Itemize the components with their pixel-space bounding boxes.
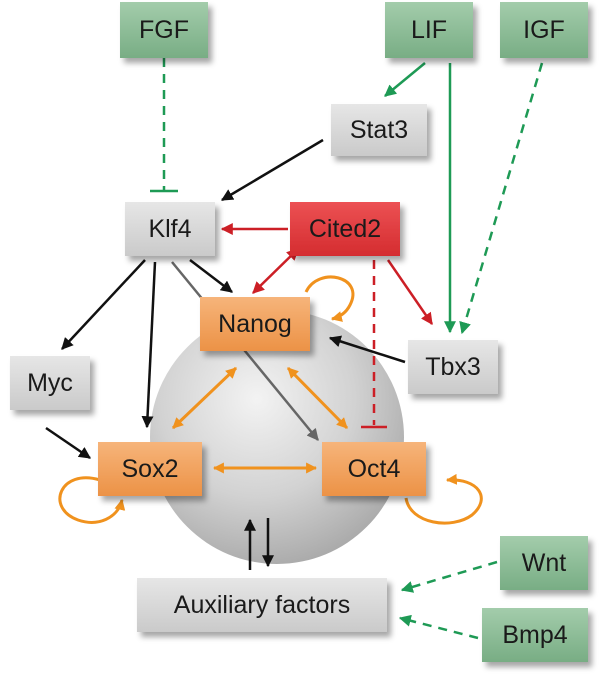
edge-sox2-self-loop	[58, 476, 126, 524]
edge-cited2-to-tbx3	[386, 259, 434, 325]
edge-stat3-to-klf4	[220, 138, 324, 202]
svg-text:Wnt: Wnt	[522, 549, 567, 577]
node-cited2: Cited2	[290, 202, 400, 256]
edge-cited2-nanog	[252, 248, 299, 294]
edge-klf4-to-sox2	[141, 261, 157, 429]
node-lif: LIF	[385, 2, 473, 58]
node-myc: Myc	[10, 356, 90, 410]
svg-text:Stat3: Stat3	[350, 116, 408, 144]
svg-text:Tbx3: Tbx3	[425, 353, 481, 381]
node-tbx3: Tbx3	[408, 340, 498, 394]
svg-text:Sox2: Sox2	[122, 455, 179, 483]
svg-text:LIF: LIF	[411, 16, 447, 44]
node-igf: IGF	[500, 2, 588, 58]
edge-fgf-inhibits-klf4	[150, 58, 178, 193]
edge-myc-to-sox2	[45, 426, 91, 460]
svg-text:IGF: IGF	[523, 16, 565, 44]
svg-text:Cited2: Cited2	[309, 215, 381, 243]
edge-lif-to-stat3	[384, 62, 426, 97]
node-wnt: Wnt	[500, 536, 588, 590]
node-stat3: Stat3	[331, 104, 427, 156]
edge-igf-to-tbx3	[459, 62, 544, 335]
node-fgf: FGF	[120, 2, 208, 58]
svg-text:FGF: FGF	[139, 16, 189, 44]
svg-text:Nanog: Nanog	[218, 310, 292, 338]
edge-tbx3-to-nanog	[328, 335, 406, 364]
edge-klf4-to-nanog	[189, 259, 233, 293]
svg-text:Auxiliary factors: Auxiliary factors	[174, 591, 350, 619]
node-nanog: Nanog	[200, 297, 310, 351]
edge-oct4-self-loop	[404, 473, 483, 525]
edge-nanog-sox2	[171, 366, 238, 430]
edge-bmp4-to-auxiliary	[398, 614, 479, 640]
edge-nanog-oct4	[286, 366, 349, 430]
svg-text:Oct4: Oct4	[348, 455, 401, 483]
svg-text:Bmp4: Bmp4	[502, 621, 567, 649]
svg-text:Klf4: Klf4	[148, 215, 191, 243]
node-sox2: Sox2	[98, 442, 202, 496]
edge-cited2-inhibits-oct4	[361, 260, 387, 429]
node-bmp4: Bmp4	[482, 608, 588, 662]
svg-text:Myc: Myc	[27, 369, 73, 397]
node-klf4: Klf4	[125, 202, 215, 256]
node-oct4: Oct4	[322, 442, 426, 496]
node-auxiliary-factors: Auxiliary factors	[137, 578, 387, 632]
edge-wnt-to-auxiliary	[400, 560, 498, 593]
edge-nanog-self-loop	[304, 275, 355, 322]
edge-klf4-to-myc	[61, 259, 146, 350]
